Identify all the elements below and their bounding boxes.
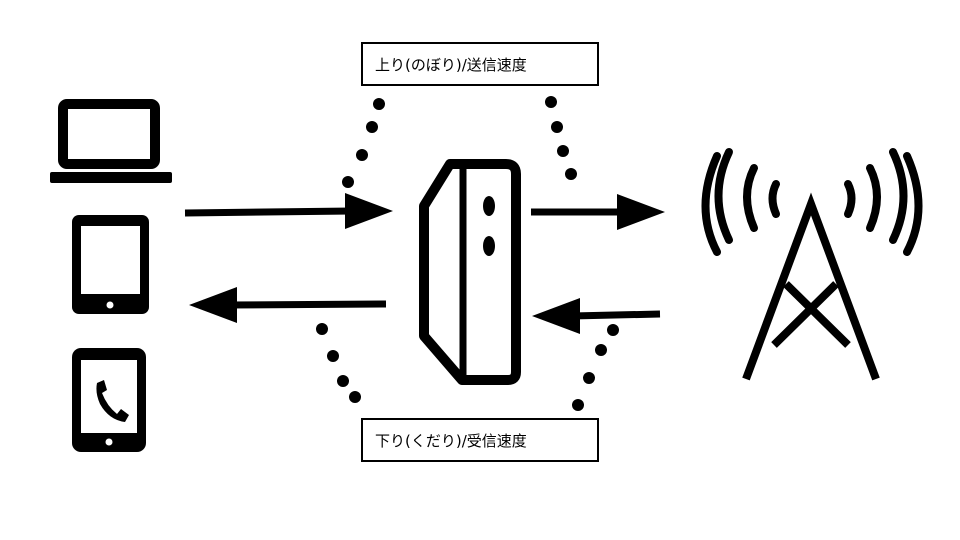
laptop-icon <box>50 99 172 183</box>
cell-tower-icon <box>701 148 923 381</box>
upload-speed-label: 上り(のぼり)/送信速度 <box>361 42 599 86</box>
arrow-router-to-tower <box>531 194 665 230</box>
smartphone-icon <box>72 348 146 452</box>
radio-waves-icon <box>701 148 923 256</box>
arrow-devices-to-router <box>184 193 393 229</box>
router-icon <box>419 159 521 385</box>
tablet-icon <box>72 215 149 314</box>
upload-dotted-connector <box>342 96 577 188</box>
download-speed-label: 下り(くだり)/受信速度 <box>361 418 599 462</box>
download-speed-text: 下り(くだり)/受信速度 <box>375 431 527 450</box>
arrow-router-to-devices <box>189 287 387 323</box>
arrow-tower-to-router <box>532 298 661 334</box>
download-dotted-connector <box>316 323 619 411</box>
upload-speed-text: 上り(のぼり)/送信速度 <box>375 55 527 74</box>
phone-handset-icon <box>96 380 129 422</box>
